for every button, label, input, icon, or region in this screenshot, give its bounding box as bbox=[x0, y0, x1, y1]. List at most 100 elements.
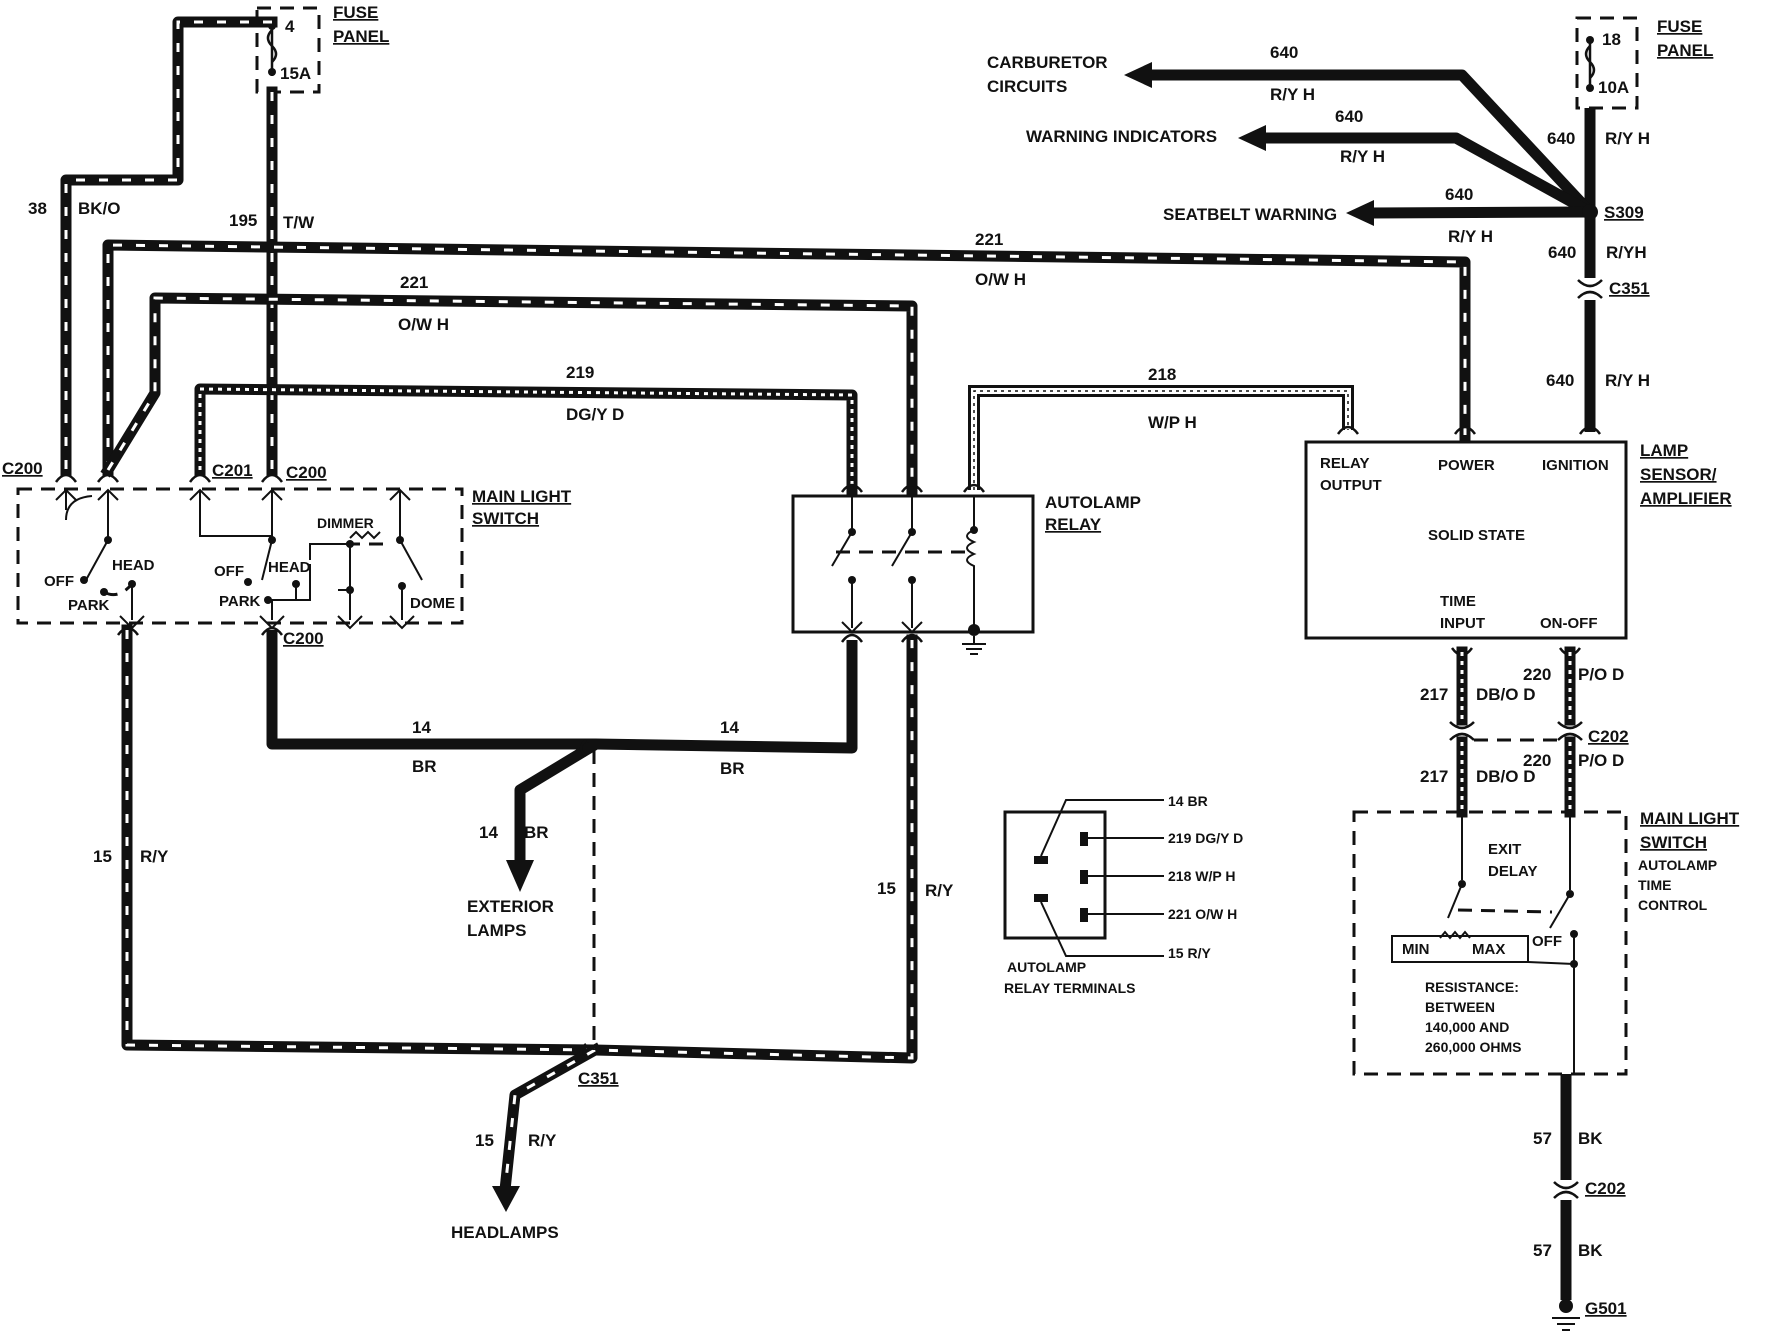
wire-640-carb-color: R/Y H bbox=[1270, 85, 1315, 104]
fuse-right-rating: 10A bbox=[1598, 78, 1629, 97]
wire-221-lower bbox=[100, 292, 918, 496]
wire-38-color: BK/O bbox=[78, 199, 121, 218]
wire-220-upper-number: 220 bbox=[1523, 665, 1551, 684]
max-label: MAX bbox=[1472, 941, 1505, 958]
wire-38-number: 38 bbox=[28, 199, 47, 218]
fuse-panel-left-label-1: FUSE bbox=[333, 3, 378, 22]
splice-14-mark bbox=[579, 739, 587, 757]
wire-14-ext-color: BR bbox=[524, 823, 549, 842]
on-off-label: ON-OFF bbox=[1540, 615, 1598, 632]
wire-219 bbox=[194, 383, 858, 496]
splice-s309 bbox=[1582, 204, 1598, 220]
wire-217-220 bbox=[1449, 646, 1583, 818]
connector-c200-bottom: C200 bbox=[283, 629, 324, 648]
wire-640-s309-color: R/YH bbox=[1606, 243, 1647, 262]
resistance-line-4: 260,000 OHMS bbox=[1425, 1039, 1522, 1055]
wire-217-upper-color: DB/O D bbox=[1476, 685, 1536, 704]
wire-221-upper bbox=[102, 239, 1471, 476]
carburetor-label-2: CIRCUITS bbox=[987, 77, 1067, 96]
wire-38 bbox=[60, 16, 278, 476]
wire-15-right-color: R/Y bbox=[925, 881, 954, 900]
relay-terminal-5: 15 R/Y bbox=[1168, 945, 1211, 961]
wire-640-seat-color: R/Y H bbox=[1448, 227, 1493, 246]
headlamps-label: HEADLAMPS bbox=[451, 1223, 559, 1242]
lamp-sensor-title-1: LAMP bbox=[1640, 441, 1688, 460]
wire-219-color: DG/Y D bbox=[566, 405, 624, 424]
relay-terminals-caption-2: RELAY TERMINALS bbox=[1004, 980, 1135, 996]
ignition-label: IGNITION bbox=[1542, 457, 1609, 474]
c200-bottom-pin-right bbox=[260, 626, 284, 636]
fuse-right-number: 18 bbox=[1602, 30, 1621, 49]
msw-park-1: PARK bbox=[68, 597, 110, 614]
wire-640-warn-color: R/Y H bbox=[1340, 147, 1385, 166]
time-control-sub-2: TIME bbox=[1638, 877, 1671, 893]
wire-195-number: 195 bbox=[229, 211, 257, 230]
wire-221-lower-number: 221 bbox=[400, 273, 428, 292]
exterior-lamps-arrow bbox=[506, 860, 534, 892]
msw-head-1: HEAD bbox=[112, 557, 155, 574]
autolamp-relay-title-2: RELAY bbox=[1045, 515, 1102, 534]
msw-dimmer: DIMMER bbox=[317, 515, 374, 531]
lamp-sensor-title-3: AMPLIFIER bbox=[1640, 489, 1732, 508]
wire-15-head-color: R/Y bbox=[528, 1131, 557, 1150]
main-light-switch-title-1: MAIN LIGHT bbox=[472, 487, 572, 506]
lamp-sensor-title-2: SENSOR/ bbox=[1640, 465, 1717, 484]
fuse-panel-right-label-1: FUSE bbox=[1657, 17, 1702, 36]
carburetor-label-1: CARBURETOR bbox=[987, 53, 1108, 72]
relay-output-label-2: OUTPUT bbox=[1320, 477, 1382, 494]
wire-218-color: W/P H bbox=[1148, 413, 1197, 432]
connector-c200-left: C200 bbox=[2, 459, 43, 478]
wire-57 bbox=[1552, 1074, 1580, 1331]
relay-terminal-3: 218 W/P H bbox=[1168, 868, 1235, 884]
fuse-panel-right: 18 10A FUSE PANEL bbox=[1575, 16, 1713, 110]
wire-640-warn-number: 640 bbox=[1335, 107, 1363, 126]
wire-221-upper-color: O/W H bbox=[975, 270, 1026, 289]
relay-terminals-caption-1: AUTOLAMP bbox=[1007, 959, 1086, 975]
time-control-title-2: SWITCH bbox=[1640, 833, 1707, 852]
seatbelt-label: SEATBELT WARNING bbox=[1163, 205, 1337, 224]
relay-terminal-2: 219 DG/Y D bbox=[1168, 830, 1243, 846]
wire-57-lower-color: BK bbox=[1578, 1241, 1603, 1260]
connector-s309: S309 bbox=[1604, 203, 1644, 222]
wire-217-lower-color: DB/O D bbox=[1476, 767, 1536, 786]
wire-640-lamp-color: R/Y H bbox=[1605, 371, 1650, 390]
wire-640-fuse-number: 640 bbox=[1547, 129, 1575, 148]
warning-arrow bbox=[1238, 125, 1266, 151]
wire-220-lower-color: P/O D bbox=[1578, 751, 1624, 770]
relay-terminal-inset bbox=[1003, 799, 1164, 957]
wire-15-left-color: R/Y bbox=[140, 847, 169, 866]
wire-221-lower-color: O/W H bbox=[398, 315, 449, 334]
wire-640-seat-number: 640 bbox=[1445, 185, 1473, 204]
fuse-panel-left: 4 15A FUSE PANEL bbox=[255, 3, 389, 94]
connector-c200-mid: C200 bbox=[286, 463, 327, 482]
c200-bottom-pin-left bbox=[116, 626, 140, 636]
exterior-lamps-label-2: LAMPS bbox=[467, 921, 527, 940]
connector-c202-lower: C202 bbox=[1585, 1179, 1626, 1198]
wire-219-number: 219 bbox=[566, 363, 594, 382]
fuse-panel-left-label-2: PANEL bbox=[333, 27, 389, 46]
connector-c351-right: C351 bbox=[1609, 279, 1650, 298]
wire-14-right-color: BR bbox=[720, 759, 745, 778]
relay-terminal-4: 221 O/W H bbox=[1168, 906, 1237, 922]
wire-640-s309-number: 640 bbox=[1548, 243, 1576, 262]
wire-14 bbox=[266, 630, 858, 870]
fuse-left-number: 4 bbox=[285, 17, 295, 36]
fuse-left-rating: 15A bbox=[280, 64, 311, 83]
wire-57-lower-number: 57 bbox=[1533, 1241, 1552, 1260]
power-label: POWER bbox=[1438, 457, 1495, 474]
relay-output-label-1: RELAY bbox=[1320, 455, 1369, 472]
lamp-sensor-amplifier bbox=[1304, 425, 1628, 657]
main-light-switch bbox=[16, 473, 464, 630]
wire-15-head-number: 15 bbox=[475, 1131, 494, 1150]
carburetor-arrow bbox=[1124, 62, 1152, 88]
wire-217-lower-number: 217 bbox=[1420, 767, 1448, 786]
solid-state-label: SOLID STATE bbox=[1428, 527, 1525, 544]
wire-57-upper-color: BK bbox=[1578, 1129, 1603, 1148]
resistance-line-1: RESISTANCE: bbox=[1425, 979, 1519, 995]
off-label: OFF bbox=[1532, 933, 1562, 950]
msw-dome: DOME bbox=[410, 595, 455, 612]
wire-14-left-number: 14 bbox=[412, 718, 431, 737]
wire-221-upper-number: 221 bbox=[975, 230, 1003, 249]
time-input-label-2: INPUT bbox=[1440, 615, 1485, 632]
resistance-line-2: BETWEEN bbox=[1425, 999, 1495, 1015]
